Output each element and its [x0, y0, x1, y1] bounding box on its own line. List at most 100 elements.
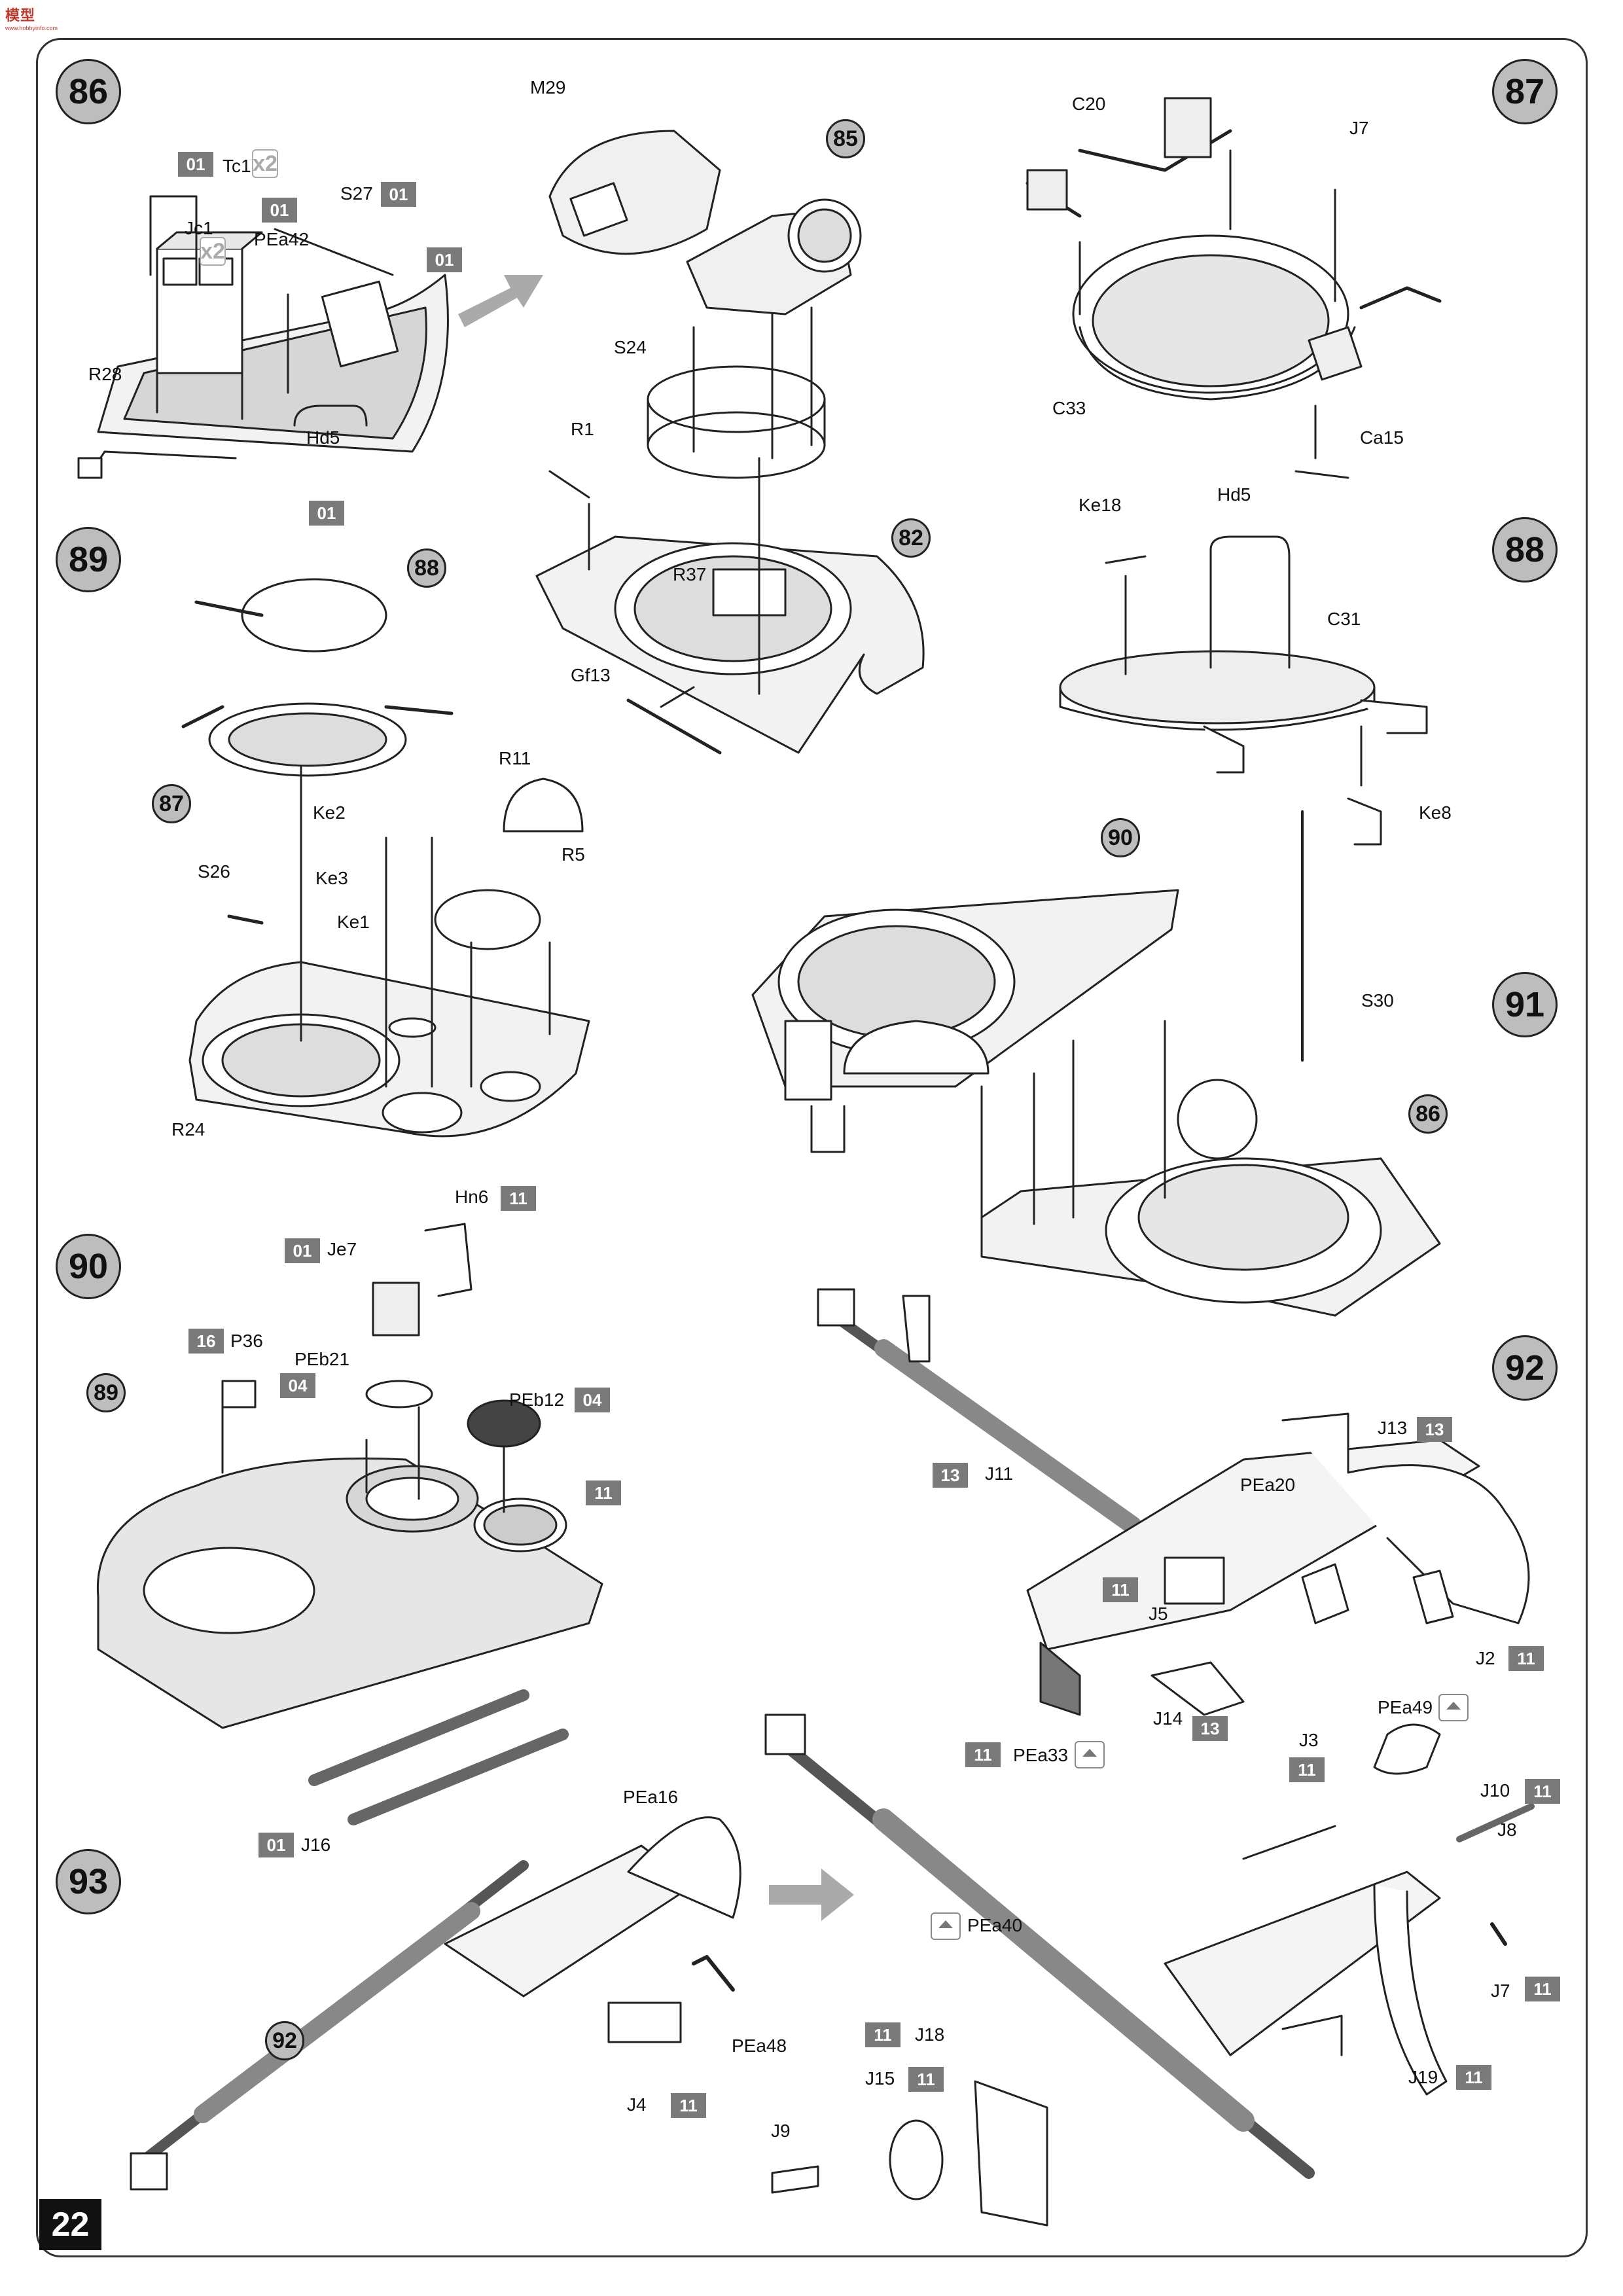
- page-frame: [36, 38, 1588, 2257]
- step-82-drawing: [535, 457, 925, 755]
- step-93-drawing: [130, 1689, 741, 2191]
- part-label: Je7: [327, 1239, 357, 1259]
- color-code: 11: [865, 2022, 901, 2047]
- part-label: PEa49: [1378, 1697, 1433, 1717]
- bend-up-icon: [1438, 1694, 1469, 1721]
- watermark-text: 模型: [5, 7, 36, 24]
- part-label: PEa33: [1013, 1745, 1069, 1765]
- step-number-86: 86: [56, 59, 121, 124]
- part-label: PEa42: [254, 229, 310, 249]
- part-label: R37: [673, 564, 707, 584]
- color-code: 11: [586, 1480, 621, 1505]
- part-label: J4: [627, 2094, 647, 2115]
- part-label: Hd5: [306, 427, 340, 448]
- step-ref-82: 82: [891, 518, 931, 558]
- part-label: Gf13: [571, 665, 611, 685]
- color-code: 11: [1508, 1646, 1544, 1671]
- color-code: 11: [501, 1186, 536, 1211]
- part-label: J7: [1491, 1981, 1510, 2001]
- color-code: 11: [1103, 1577, 1138, 1602]
- part-label: PEb21: [294, 1349, 350, 1369]
- part-label: Ke1: [337, 912, 370, 932]
- part-label: J8: [1497, 1820, 1517, 1840]
- step-number-87: 87: [1492, 59, 1558, 124]
- color-code: 11: [908, 2067, 944, 2092]
- color-code: 11: [1525, 1779, 1560, 1804]
- bend-up-icon: [931, 1912, 961, 1940]
- part-label: J13: [1378, 1418, 1408, 1438]
- part-label: PEa40: [967, 1915, 1023, 1935]
- color-code: 04: [575, 1388, 610, 1412]
- step-85-drawing: [548, 130, 862, 479]
- step-ref-85: 85: [826, 119, 865, 158]
- part-label: M29: [530, 77, 566, 98]
- part-label: J3: [1299, 1730, 1319, 1750]
- color-code: 16: [188, 1329, 224, 1354]
- step-90-drawing: [751, 810, 1441, 1317]
- part-label: Ca15: [1360, 427, 1404, 448]
- step-92-drawing: [817, 1288, 1530, 1716]
- color-code: 11: [1525, 1977, 1560, 2001]
- part-label: Tc1: [223, 156, 251, 176]
- part-label: Hn6: [455, 1187, 489, 1207]
- step-number-91: 91: [1492, 972, 1558, 1037]
- color-code: 01: [178, 152, 213, 177]
- step-ref-86: 86: [1408, 1094, 1448, 1134]
- step-number-93: 93: [56, 1849, 121, 1914]
- part-label: S24: [614, 337, 647, 357]
- part-label: J14: [1153, 1708, 1183, 1729]
- color-code: 01: [259, 1833, 294, 1857]
- part-label: J11: [985, 1463, 1014, 1484]
- step-ref-88: 88: [407, 548, 446, 588]
- part-label: R24: [171, 1119, 205, 1139]
- part-label: PEa16: [623, 1787, 679, 1807]
- part-label: R11: [499, 748, 531, 768]
- part-label: J9: [771, 2121, 791, 2141]
- part-label: Hd5: [1217, 484, 1251, 505]
- part-label: J16: [301, 1835, 331, 1855]
- color-code: 11: [965, 1742, 1001, 1767]
- part-label: PEa20: [1240, 1475, 1296, 1495]
- color-code: 01: [309, 501, 344, 526]
- part-label: J5: [1149, 1604, 1168, 1624]
- step-ref-90: 90: [1101, 818, 1140, 857]
- part-label: R1: [571, 419, 594, 439]
- quantity-mark: x2: [252, 149, 278, 178]
- part-label: S30: [1361, 990, 1394, 1011]
- color-code: 01: [262, 198, 297, 223]
- part-label: Jc1: [185, 218, 213, 238]
- color-code: 13: [1417, 1417, 1452, 1442]
- step-87-drawing: [1026, 97, 1442, 479]
- step-ref-87: 87: [152, 784, 191, 823]
- part-label: Ke3: [315, 868, 348, 888]
- quantity-mark: x2: [200, 237, 226, 266]
- part-label: S27: [340, 183, 373, 204]
- color-code: 11: [1289, 1757, 1325, 1782]
- part-label: S26: [198, 861, 230, 882]
- color-code: 01: [285, 1238, 320, 1263]
- part-label: Ke18: [1079, 495, 1122, 515]
- part-label: R28: [88, 364, 122, 384]
- color-code: 04: [280, 1373, 315, 1398]
- color-code: 01: [381, 182, 416, 207]
- part-label: C31: [1327, 609, 1361, 629]
- page-number: 22: [39, 2199, 101, 2250]
- step-90b-drawing: [96, 1223, 603, 1729]
- part-label: J18: [915, 2024, 945, 2045]
- part-label: J10: [1480, 1780, 1510, 1801]
- step-number-90: 90: [56, 1234, 121, 1299]
- part-label: R5: [562, 844, 585, 865]
- color-code: 13: [1192, 1716, 1228, 1741]
- color-code: 13: [933, 1463, 968, 1488]
- part-label: C20: [1072, 94, 1106, 114]
- part-label: J2: [1476, 1648, 1495, 1668]
- direction-arrow: [458, 275, 543, 327]
- part-label: J15: [865, 2068, 895, 2089]
- step-93b-drawing: [764, 1713, 1535, 2227]
- color-code: 11: [1456, 2065, 1491, 2090]
- direction-arrow-2: [769, 1869, 854, 1921]
- part-label: J19: [1408, 2067, 1438, 2087]
- step-number-92: 92: [1492, 1335, 1558, 1401]
- part-label: Ke2: [313, 802, 346, 823]
